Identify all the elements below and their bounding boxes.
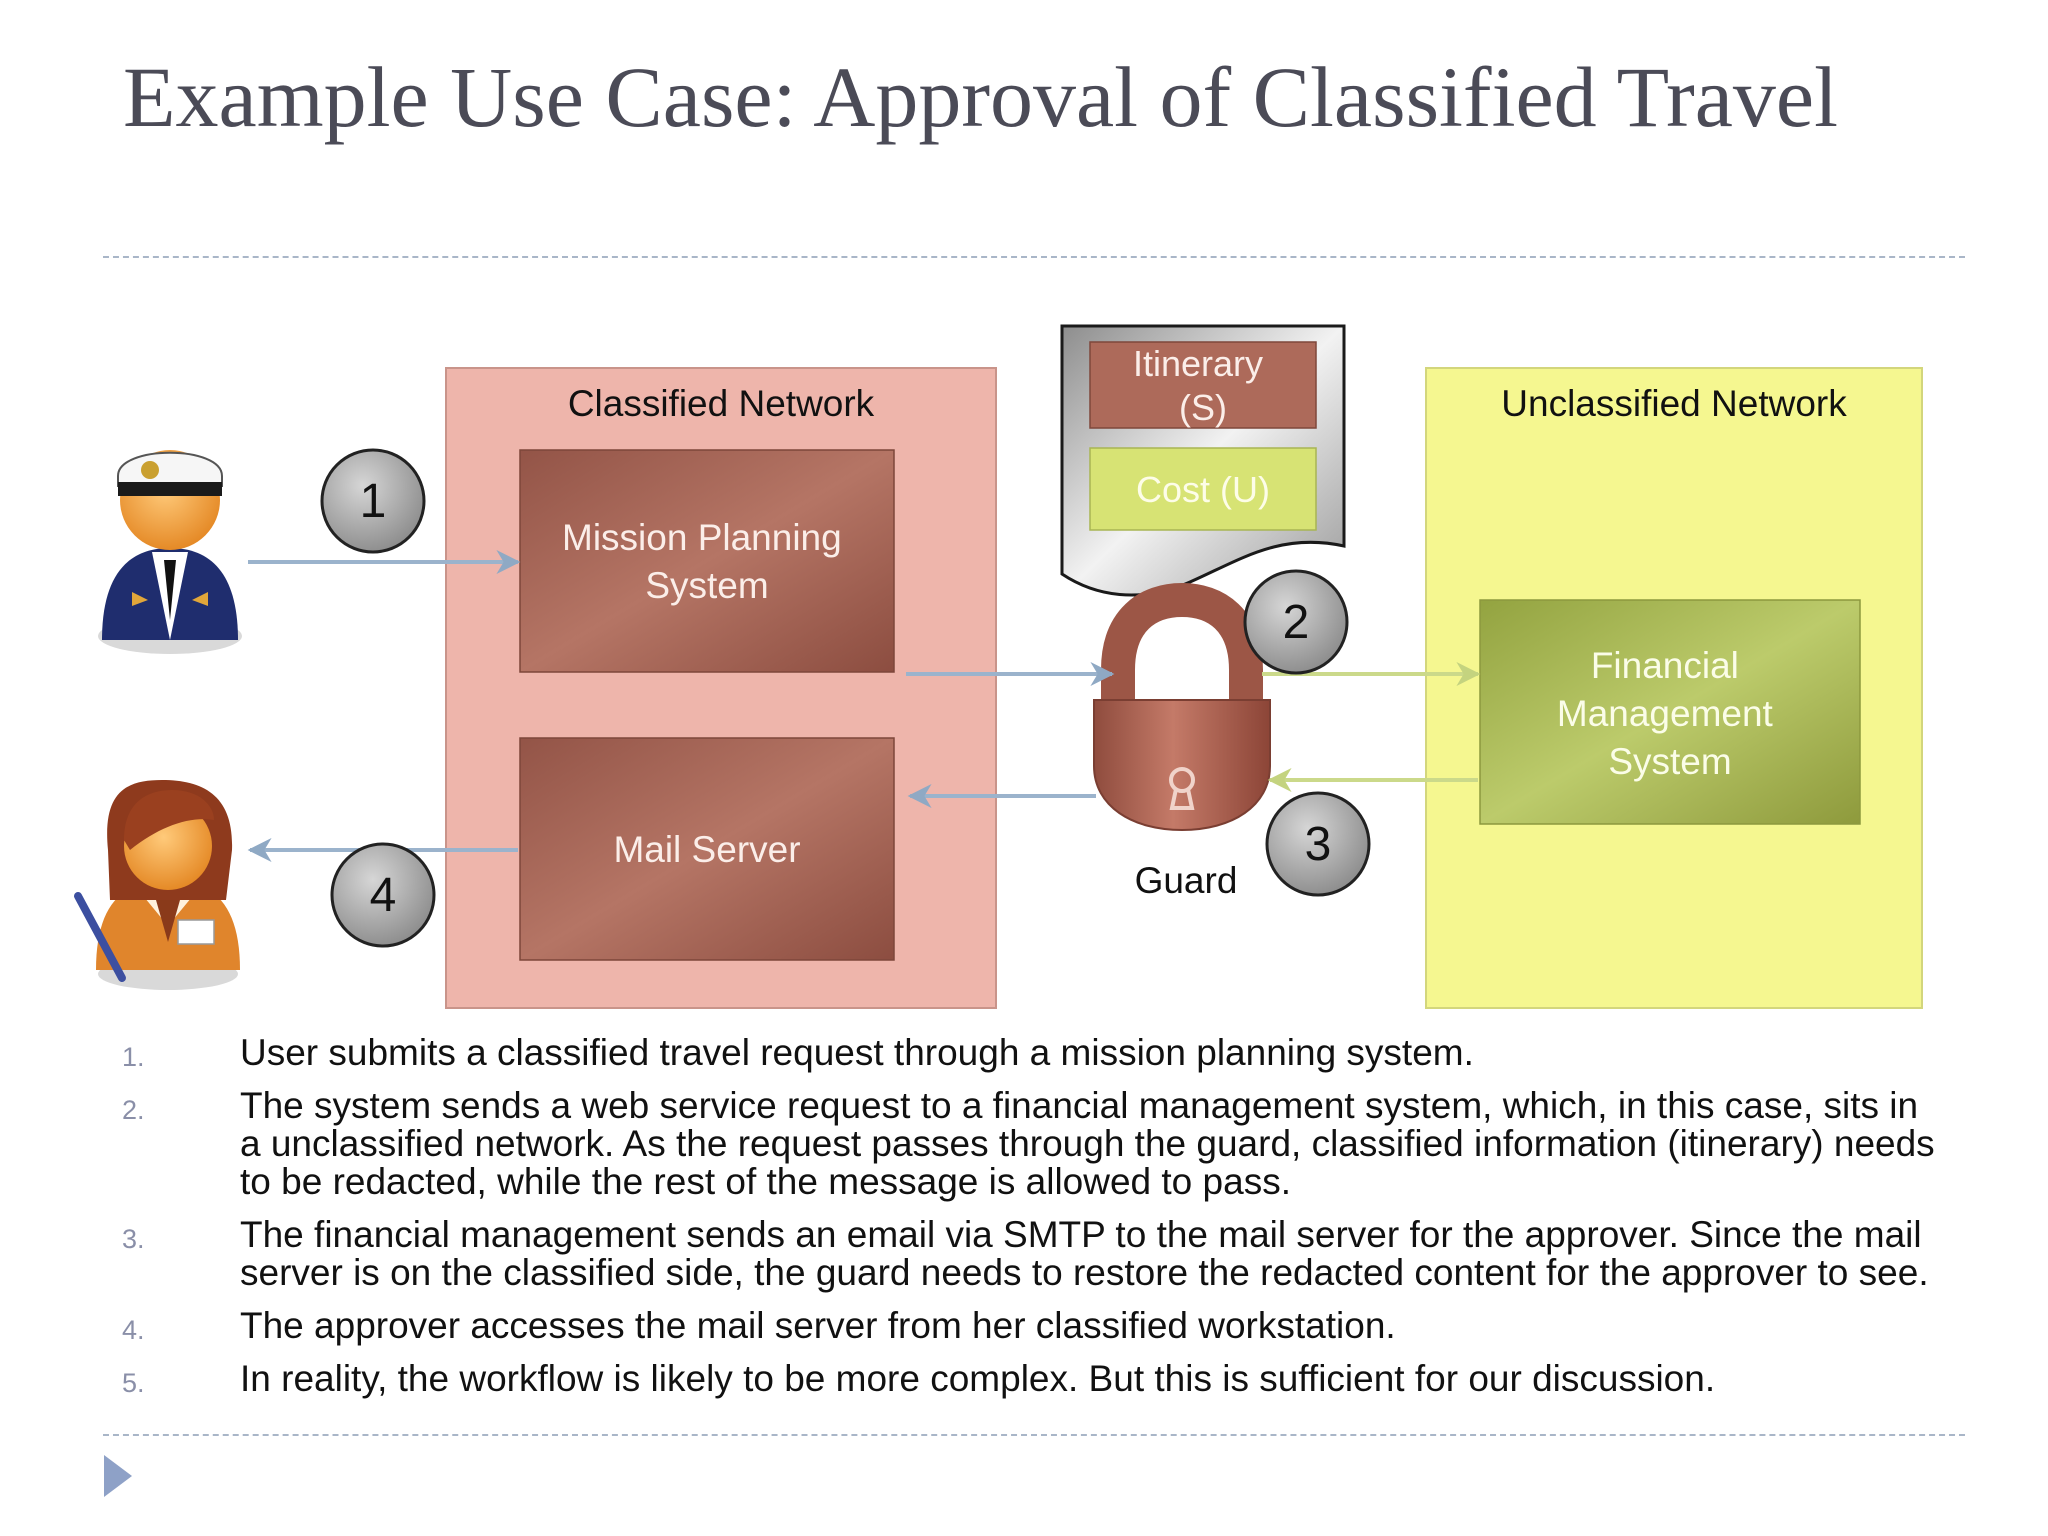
step-marker-2: 2 [1243,569,1349,675]
message-document: Itinerary (S) Cost (U) [1060,324,1346,597]
step-text-2: The system sends a web service request t… [240,1085,1935,1202]
itinerary-label-line2: (S) [1179,387,1227,428]
step-item-2: 2. The system sends a web service reques… [122,1087,1942,1201]
step-item-1: 1. User submits a classified travel requ… [122,1032,1942,1073]
svg-text:Mission Planning System: Mission Planning System [562,517,852,606]
mission-planning-system-box: Mission Planning System [519,449,895,673]
financial-management-system-box: Financial Management System [1479,599,1861,825]
financial-label-line3: System [1608,741,1731,782]
step-number-4: 4. [122,1315,145,1345]
step-text-3: The financial management sends an email … [240,1214,1929,1293]
svg-text:Itinerary (S): Itinerary (S) [1133,343,1273,428]
footer-divider [103,1434,1965,1436]
step-marker-1-label: 1 [360,475,387,528]
classified-network-label: Classified Network [568,383,875,424]
mail-server-box: Mail Server [519,737,895,961]
steps-list: 1. User submits a classified travel requ… [122,1034,1942,1413]
approver-woman-icon [74,780,240,990]
cost-label: Cost (U) [1136,469,1270,510]
financial-label-line1: Financial [1591,645,1739,686]
slide-nav-triangle-icon [104,1455,132,1497]
svg-text:Financial Management: Financial Management System [1557,645,1783,782]
padlock-icon [1093,582,1271,832]
step-number-2: 2. [122,1095,145,1125]
step-marker-4: 4 [330,842,436,948]
step-text-1: User submits a classified travel request… [240,1032,1474,1073]
step-text-5: In reality, the workflow is likely to be… [240,1358,1716,1399]
step-number-1: 1. [122,1042,145,1072]
workflow-diagram: Classified Network Unclassified Network … [74,324,1923,1009]
step-marker-4-label: 4 [370,869,397,922]
mission-planning-label-line2: System [645,565,768,606]
mail-server-label: Mail Server [613,829,800,870]
mission-planning-label-line1: Mission Planning [562,517,842,558]
step-text-4: The approver accesses the mail server fr… [240,1305,1396,1346]
naval-officer-icon [98,450,242,654]
step-item-5: 5. In reality, the workflow is likely to… [122,1358,1942,1399]
step-item-4: 4. The approver accesses the mail server… [122,1305,1942,1346]
step-number-5: 5. [122,1368,145,1398]
step-marker-2-label: 2 [1283,596,1310,649]
slide-title: Example Use Case: Approval of Classified… [123,49,1838,145]
step-item-3: 3. The financial management sends an ema… [122,1216,1942,1292]
step-marker-1: 1 [320,448,426,554]
step-marker-3-label: 3 [1305,818,1332,871]
unclassified-network-label: Unclassified Network [1501,383,1847,424]
itinerary-label-line1: Itinerary [1133,343,1263,384]
step-number-3: 3. [122,1224,145,1254]
financial-label-line2: Management [1557,693,1774,734]
title-divider [103,256,1965,258]
step-marker-3: 3 [1265,791,1371,897]
guard-label: Guard [1135,860,1238,901]
